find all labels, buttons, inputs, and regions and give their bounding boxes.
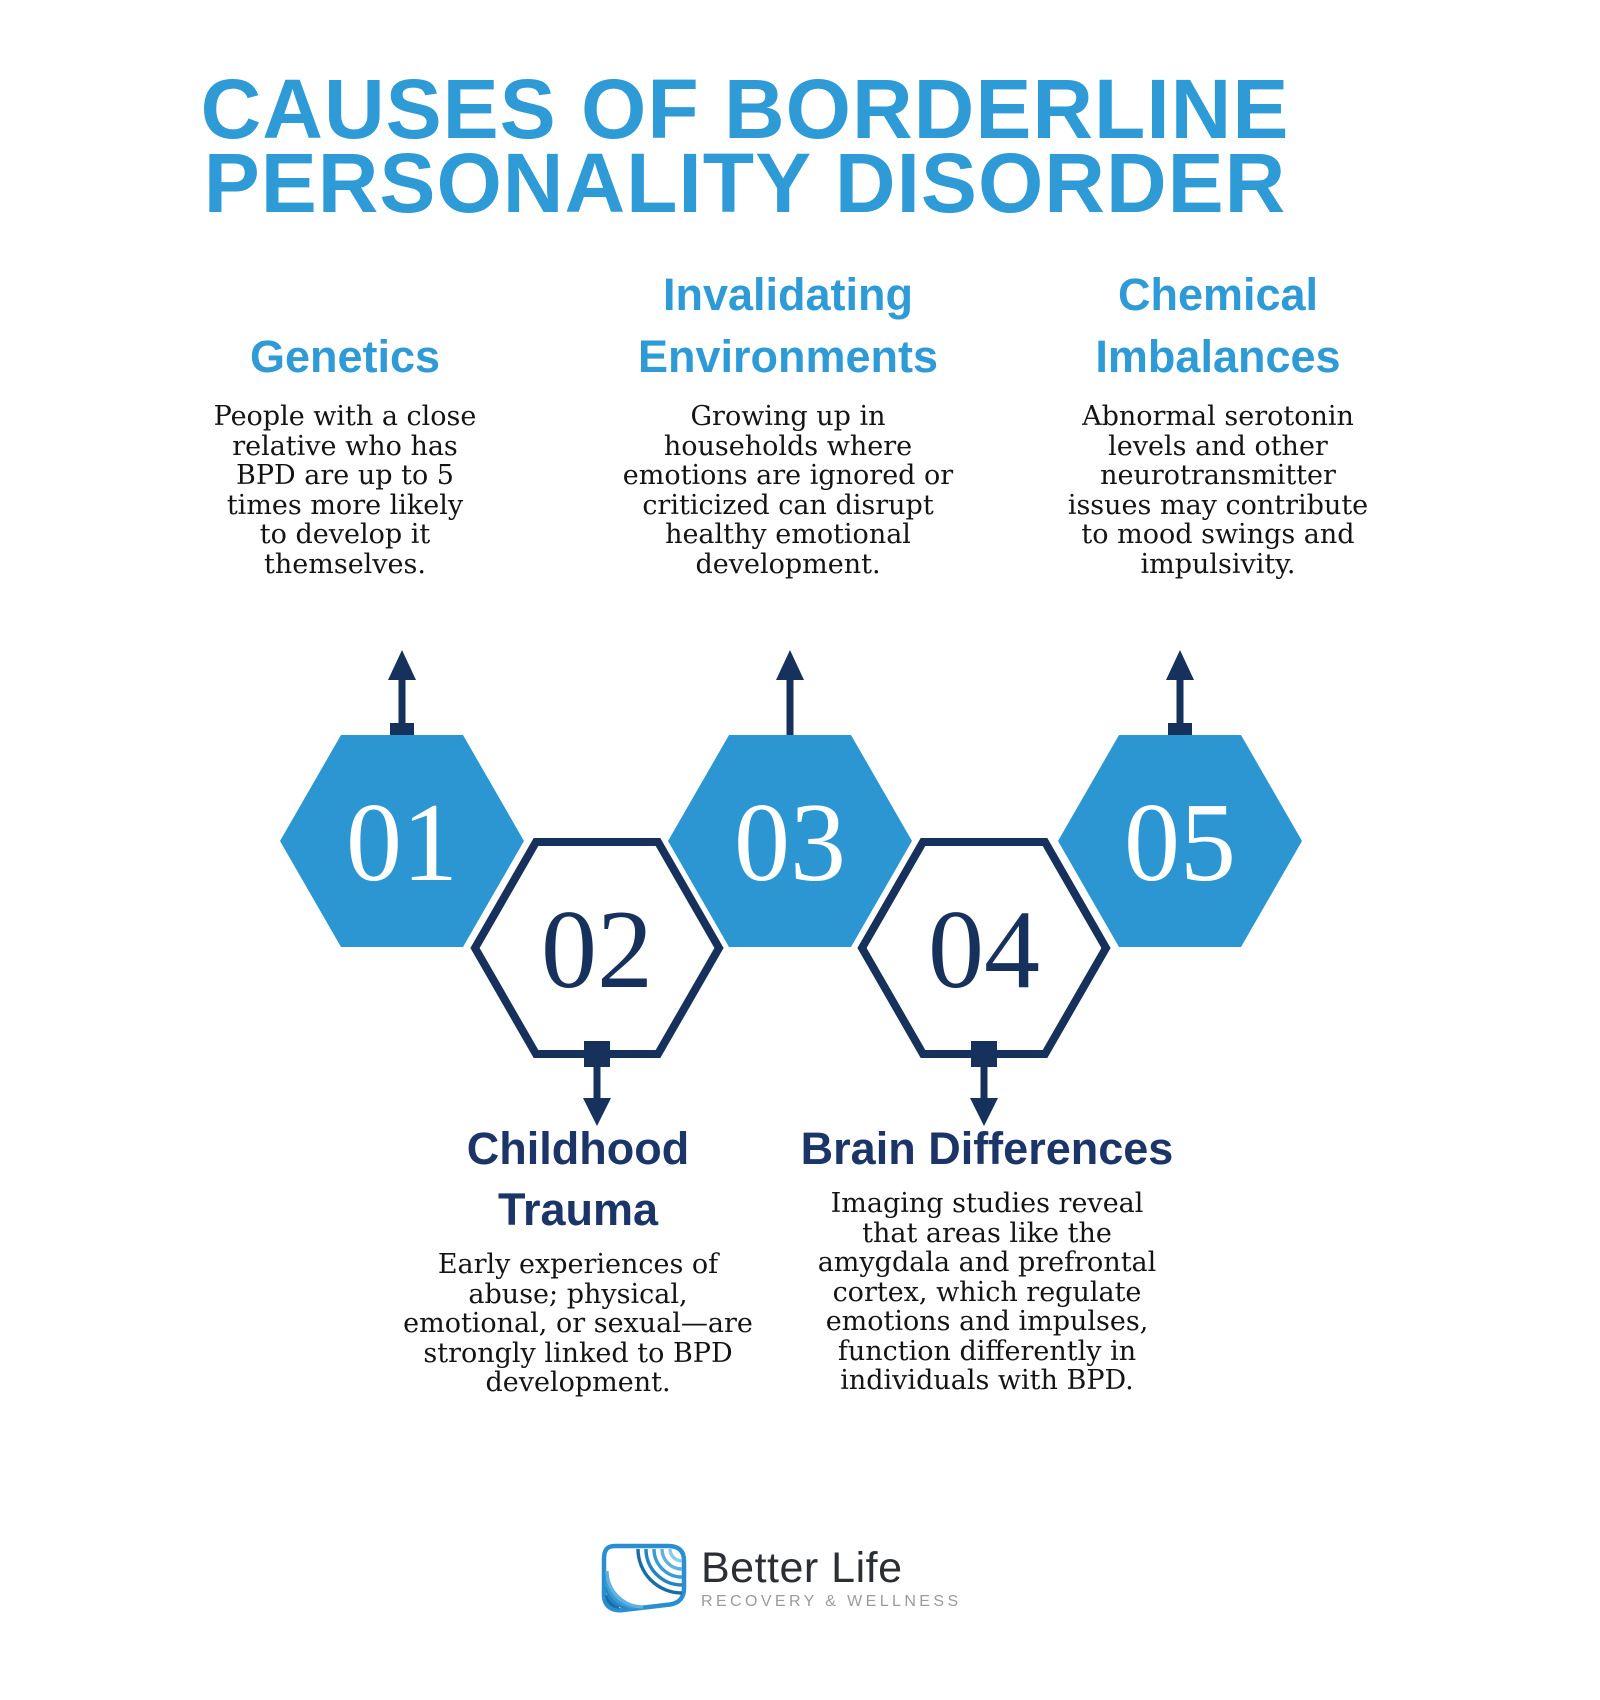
body-line: households where xyxy=(663,430,913,462)
body-line: themselves. xyxy=(264,548,426,580)
heading-line: Trauma xyxy=(497,1184,659,1235)
hexagon-04 xyxy=(857,838,1111,1058)
body-line: individuals with BPD. xyxy=(840,1365,1134,1396)
heading-line: Chemical xyxy=(1117,269,1319,320)
down-arrow-2 xyxy=(970,1041,998,1126)
body-line: People with a close xyxy=(213,401,477,432)
body-line: development. xyxy=(695,548,881,580)
body-line: criticized can disrupt xyxy=(642,489,934,521)
down-arrow-1 xyxy=(583,1041,611,1126)
hexagon-02 xyxy=(470,838,724,1058)
hexagon-05 xyxy=(1058,735,1302,947)
hexagon-01 xyxy=(280,735,524,947)
body-line: abuse; physical, xyxy=(468,1278,688,1310)
section-chemical-imbalances: Chemical Imbalances Abnormal serotonin l… xyxy=(1008,252,1428,579)
chemical-imbalances-heading: Chemical Imbalances xyxy=(1008,252,1428,388)
heading-line: Genetics xyxy=(249,331,441,382)
body-line: development. xyxy=(485,1367,671,1398)
section-brain-differences: Brain Differences Imaging studies reveal… xyxy=(757,1118,1217,1396)
genetics-heading: Genetics xyxy=(145,252,545,388)
childhood-trauma-body: Early experiences of abuse; physical, em… xyxy=(368,1250,788,1398)
logo-tagline: RECOVERY & WELLNESS xyxy=(701,1592,962,1610)
body-line: Early experiences of xyxy=(437,1249,719,1280)
up-arrow-1 xyxy=(388,650,416,747)
hexagon-03 xyxy=(668,735,912,947)
better-life-logo-mark xyxy=(601,1543,687,1613)
section-invalidating-environments: Invalidating Environments Growing up in … xyxy=(578,252,998,579)
chemical-imbalances-body: Abnormal serotonin levels and other neur… xyxy=(1008,402,1428,579)
heading-line: Environments xyxy=(637,331,939,382)
page-title: CAUSES OF BORDERLINE PERSONALITY DISORDE… xyxy=(0,62,1490,230)
better-life-logo-text: Better Life RECOVERY & WELLNESS xyxy=(701,1546,962,1611)
title-line-1: CAUSES OF BORDERLINE xyxy=(200,62,1290,156)
body-line: relative who has xyxy=(232,430,458,462)
heading-line: Imbalances xyxy=(1095,331,1341,382)
body-line: to mood swings and xyxy=(1081,519,1355,550)
body-line: Growing up in xyxy=(690,401,886,432)
heading-line: Invalidating xyxy=(662,269,914,320)
body-line: issues may contribute xyxy=(1067,489,1369,521)
hexagon-02-number: 02 xyxy=(541,888,653,1012)
body-line: emotions and impulses, xyxy=(825,1306,1149,1337)
heading-line: Childhood xyxy=(466,1123,690,1174)
childhood-trauma-heading: Childhood Trauma xyxy=(368,1118,788,1240)
brain-differences-body: Imaging studies reveal that areas like t… xyxy=(757,1189,1217,1396)
body-line: levels and other xyxy=(1108,430,1328,462)
body-line: healthy emotional xyxy=(665,519,911,550)
body-line: times more likely xyxy=(226,489,464,521)
genetics-body: People with a close relative who has BPD… xyxy=(145,402,545,579)
body-line: amygdala and prefrontal xyxy=(817,1247,1157,1278)
body-line: impulsivity. xyxy=(1140,548,1296,580)
body-line: emotional, or sexual—are xyxy=(403,1308,753,1339)
hexagon-04-number: 04 xyxy=(928,888,1040,1012)
body-line: neurotransmitter xyxy=(1100,460,1336,491)
heading-line: Brain Differences xyxy=(800,1123,1174,1174)
body-line: to develop it xyxy=(259,519,431,550)
hexagon-05-number: 05 xyxy=(1124,781,1236,905)
hexagon-01-number: 01 xyxy=(346,781,458,905)
hexagon-03-number: 03 xyxy=(734,781,846,905)
body-line: Imaging studies reveal xyxy=(830,1188,1144,1219)
title-line-2: PERSONALITY DISORDER xyxy=(203,136,1287,230)
up-arrow-3 xyxy=(1166,650,1194,747)
brain-differences-heading: Brain Differences xyxy=(757,1118,1217,1179)
invalidating-environments-body: Growing up in households where emotions … xyxy=(578,402,998,579)
invalidating-environments-heading: Invalidating Environments xyxy=(578,252,998,388)
body-line: function differently in xyxy=(837,1335,1137,1367)
section-childhood-trauma: Childhood Trauma Early experiences of ab… xyxy=(368,1118,788,1398)
body-line: BPD are up to 5 xyxy=(236,460,454,491)
body-line: that areas like the xyxy=(862,1217,1112,1249)
hexagon-flow-diagram: 01 03 05 02 04 xyxy=(280,650,1302,1126)
body-line: Abnormal serotonin xyxy=(1082,401,1354,432)
body-line: cortex, which regulate xyxy=(832,1276,1142,1308)
better-life-logo: Better Life RECOVERY & WELLNESS xyxy=(600,1542,962,1614)
section-genetics: Genetics People with a close relative wh… xyxy=(145,252,545,579)
logo-brand-name: Better Life xyxy=(701,1543,903,1592)
body-line: emotions are ignored or xyxy=(622,460,954,491)
body-line: strongly linked to BPD xyxy=(423,1337,733,1369)
